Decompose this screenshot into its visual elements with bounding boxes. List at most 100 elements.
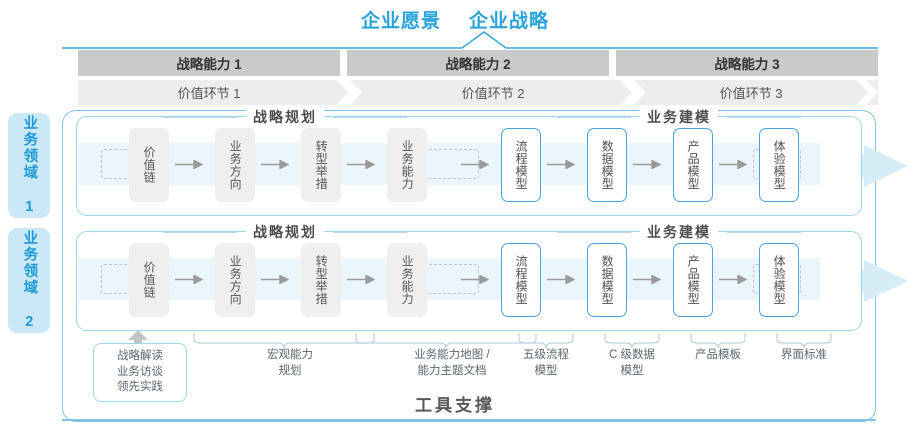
domain-row-1: 战略规划 业务建模 价值链 业务方向 转型举措 业务能力 流程模型 (76, 107, 862, 216)
domain-row-2: 战略规划 业务建模 价值链 业务方向 转型举措 业务能力 流程模型 数据模型 (76, 222, 862, 331)
arrow-icon (347, 160, 375, 169)
tool-chip-line: 战略解读 (117, 350, 163, 362)
domain-2-label: 业务领域 2 (21, 229, 38, 332)
arrow-icon (633, 275, 661, 284)
node-label: 数据模型 (600, 255, 615, 305)
tool-label-c-level-data-model: C 级数据 模型 (582, 348, 682, 379)
tool-chip-strategy-interpretation[interactable]: 战略解读 业务访谈 领先实践 (93, 343, 187, 402)
tool-label-five-level-process-model: 五级流程 模型 (496, 348, 596, 379)
tool-label-line: 宏观能力 (267, 349, 313, 361)
node-label: 体验模型 (772, 255, 787, 305)
arrow-icon (261, 160, 289, 169)
domain-1-label: 业务领域 1 (21, 114, 38, 217)
section-rule-right (333, 231, 407, 233)
node-label: 产品模型 (686, 255, 701, 305)
node-label: 转型举措 (314, 140, 329, 190)
section-rule-right (727, 116, 801, 118)
tool-label-capability-map: 业务能力地图 / 能力主题文档 (352, 348, 552, 379)
tool-label-line: 能力主题文档 (417, 364, 487, 377)
node-data-model-1[interactable]: 数据模型 (587, 128, 627, 202)
node-business-capability-1[interactable]: 业务能力 (387, 128, 427, 202)
section-label: 业务建模 (640, 107, 718, 127)
section-rule-right (727, 231, 801, 233)
section-header-strategic-planning-2: 战略规划 (163, 222, 407, 242)
node-business-capability-2[interactable]: 业务能力 (387, 243, 427, 317)
section-header-strategic-planning-1: 战略规划 (163, 107, 407, 127)
node-value-chain-1[interactable]: 价值链 (129, 128, 169, 202)
node-process-model-1[interactable]: 流程模型 (501, 128, 541, 202)
arrow-icon (175, 160, 203, 169)
brace-connector-ui-standard (776, 333, 832, 349)
capability-band: 战略能力 1 战略能力 2 战略能力 3 (78, 50, 878, 76)
node-product-model-1[interactable]: 产品模型 (673, 128, 713, 202)
capability-cell-2: 战略能力 2 (347, 50, 609, 76)
node-label: 业务能力 (400, 255, 415, 305)
node-data-model-2[interactable]: 数据模型 (587, 243, 627, 317)
section-rule-left (163, 231, 237, 233)
value-link-cell-2: 价值环节 2 (461, 86, 525, 101)
vision-peak-line (62, 31, 878, 49)
value-link-tail-arrow (856, 80, 878, 105)
node-experience-model-1[interactable]: 体验模型 (759, 128, 799, 202)
node-label: 转型举措 (314, 255, 329, 305)
node-process-model-2[interactable]: 流程模型 (501, 243, 541, 317)
tool-label-line: C 级数据 (609, 349, 655, 361)
tool-chip-line: 领先实践 (117, 381, 163, 394)
node-transformation-initiative-1[interactable]: 转型举措 (301, 128, 341, 202)
value-link-band: 价值环节 1 价值环节 2 价值环节 3 (78, 80, 878, 105)
arrow-icon (719, 275, 747, 284)
node-label: 产品模型 (686, 140, 701, 190)
node-label: 业务方向 (228, 255, 243, 305)
tool-label-ui-standard: 界面标准 (754, 348, 854, 364)
section-rule-left (557, 231, 631, 233)
section-label: 战略规划 (246, 222, 324, 242)
vision-title-enterprise-strategy: 企业战略 (469, 11, 550, 32)
node-label: 业务能力 (400, 140, 415, 190)
capability-cell-3: 战略能力 3 (616, 50, 878, 76)
vision-title-enterprise-vision: 企业愿景 (360, 11, 441, 32)
arrow-icon (461, 160, 489, 169)
section-label: 业务建模 (640, 222, 718, 242)
node-label: 流程模型 (514, 140, 529, 190)
tool-label-line: 五级流程 (523, 349, 569, 361)
node-label: 体验模型 (772, 140, 787, 190)
arrow-icon (461, 275, 489, 284)
tool-label-line: 界面标准 (781, 349, 827, 361)
tool-support-title: 工具支撑 (415, 396, 495, 415)
node-value-chain-2[interactable]: 价值链 (129, 243, 169, 317)
node-experience-model-2[interactable]: 体验模型 (759, 243, 799, 317)
sidebar-item-domain-1[interactable]: 业务领域 1 (8, 113, 50, 218)
value-link-cell-3: 价值环节 3 (719, 86, 783, 101)
tool-label-line: 产品模板 (695, 349, 741, 361)
brace-connector-process-model (518, 333, 574, 349)
arrow-icon (547, 160, 575, 169)
bottom-divider (62, 419, 876, 421)
brace-connector-product-template (690, 333, 746, 349)
section-header-business-modeling-1: 业务建模 (557, 107, 801, 127)
arrow-icon (547, 275, 575, 284)
section-header-business-modeling-2: 业务建模 (557, 222, 801, 242)
section-rule-left (557, 116, 631, 118)
section-rule-right (333, 116, 407, 118)
arrow-icon (719, 160, 747, 169)
section-rule-left (163, 116, 237, 118)
brace-connector-data-model (604, 333, 660, 349)
node-label: 数据模型 (600, 140, 615, 190)
sidebar-item-domain-2[interactable]: 业务领域 2 (8, 228, 50, 333)
arrow-icon (347, 275, 375, 284)
tool-label-line: 模型 (534, 364, 558, 377)
tool-label-product-template: 产品模板 (668, 348, 768, 364)
value-link-cell-1: 价值环节 1 (177, 86, 241, 101)
capability-cell-1: 战略能力 1 (78, 50, 340, 76)
node-product-model-2[interactable]: 产品模型 (673, 243, 713, 317)
node-label: 流程模型 (514, 255, 529, 305)
node-business-direction-1[interactable]: 业务方向 (215, 128, 255, 202)
node-label: 价值链 (142, 146, 157, 184)
vision-title-row: 企业愿景 企业战略 (0, 6, 910, 33)
node-business-direction-2[interactable]: 业务方向 (215, 243, 255, 317)
tool-label-line: 规划 (278, 364, 302, 377)
arrow-icon (175, 275, 203, 284)
tool-label-line: 模型 (620, 364, 644, 377)
node-transformation-initiative-2[interactable]: 转型举措 (301, 243, 341, 317)
